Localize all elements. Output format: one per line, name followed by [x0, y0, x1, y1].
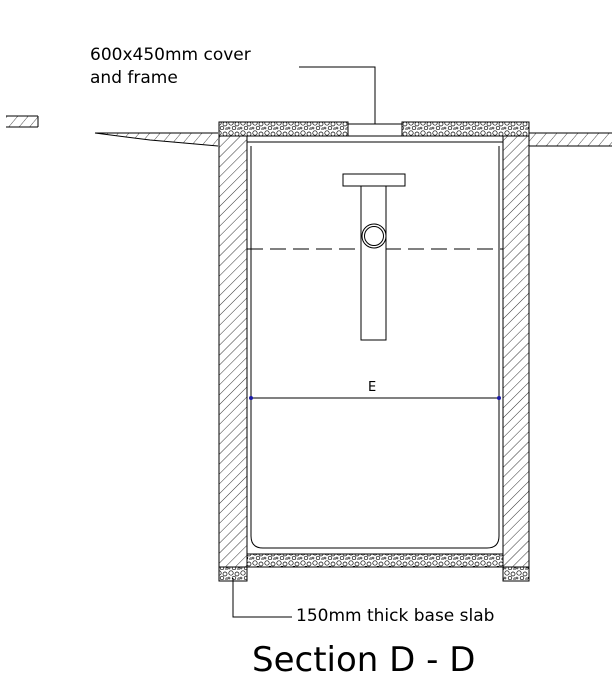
base-slab-leader-line	[232, 578, 292, 618]
dimension-e	[249, 396, 501, 400]
ground-line-left	[94, 132, 219, 147]
t-piece-cap	[342, 173, 406, 187]
cover-label: 600x450mm cover and frame	[90, 44, 251, 90]
dimension-label: E	[368, 380, 377, 395]
cover-leader-line	[299, 66, 376, 124]
inlet-pipe-inner	[364, 226, 384, 246]
cover-label-line1: 600x450mm cover	[90, 45, 251, 65]
cover-slab-left	[218, 121, 349, 137]
section-title: Section D - D	[252, 640, 476, 680]
ground-hatch-left-fragment	[6, 115, 39, 128]
t-piece-stem	[360, 185, 387, 341]
base-slab-toe-right	[502, 566, 530, 582]
chamber-wall-right	[502, 135, 530, 568]
benching-line	[250, 146, 500, 549]
ground-line-right	[529, 132, 612, 147]
cover-frame	[347, 123, 403, 137]
inlet-pipe	[361, 223, 387, 249]
cover-slab-right	[401, 121, 530, 137]
cover-label-line2: and frame	[90, 68, 178, 88]
base-slab	[246, 553, 504, 568]
section-drawing	[6, 66, 612, 618]
chamber-wall-left	[218, 135, 248, 568]
base-slab-label: 150mm thick base slab	[296, 606, 495, 626]
